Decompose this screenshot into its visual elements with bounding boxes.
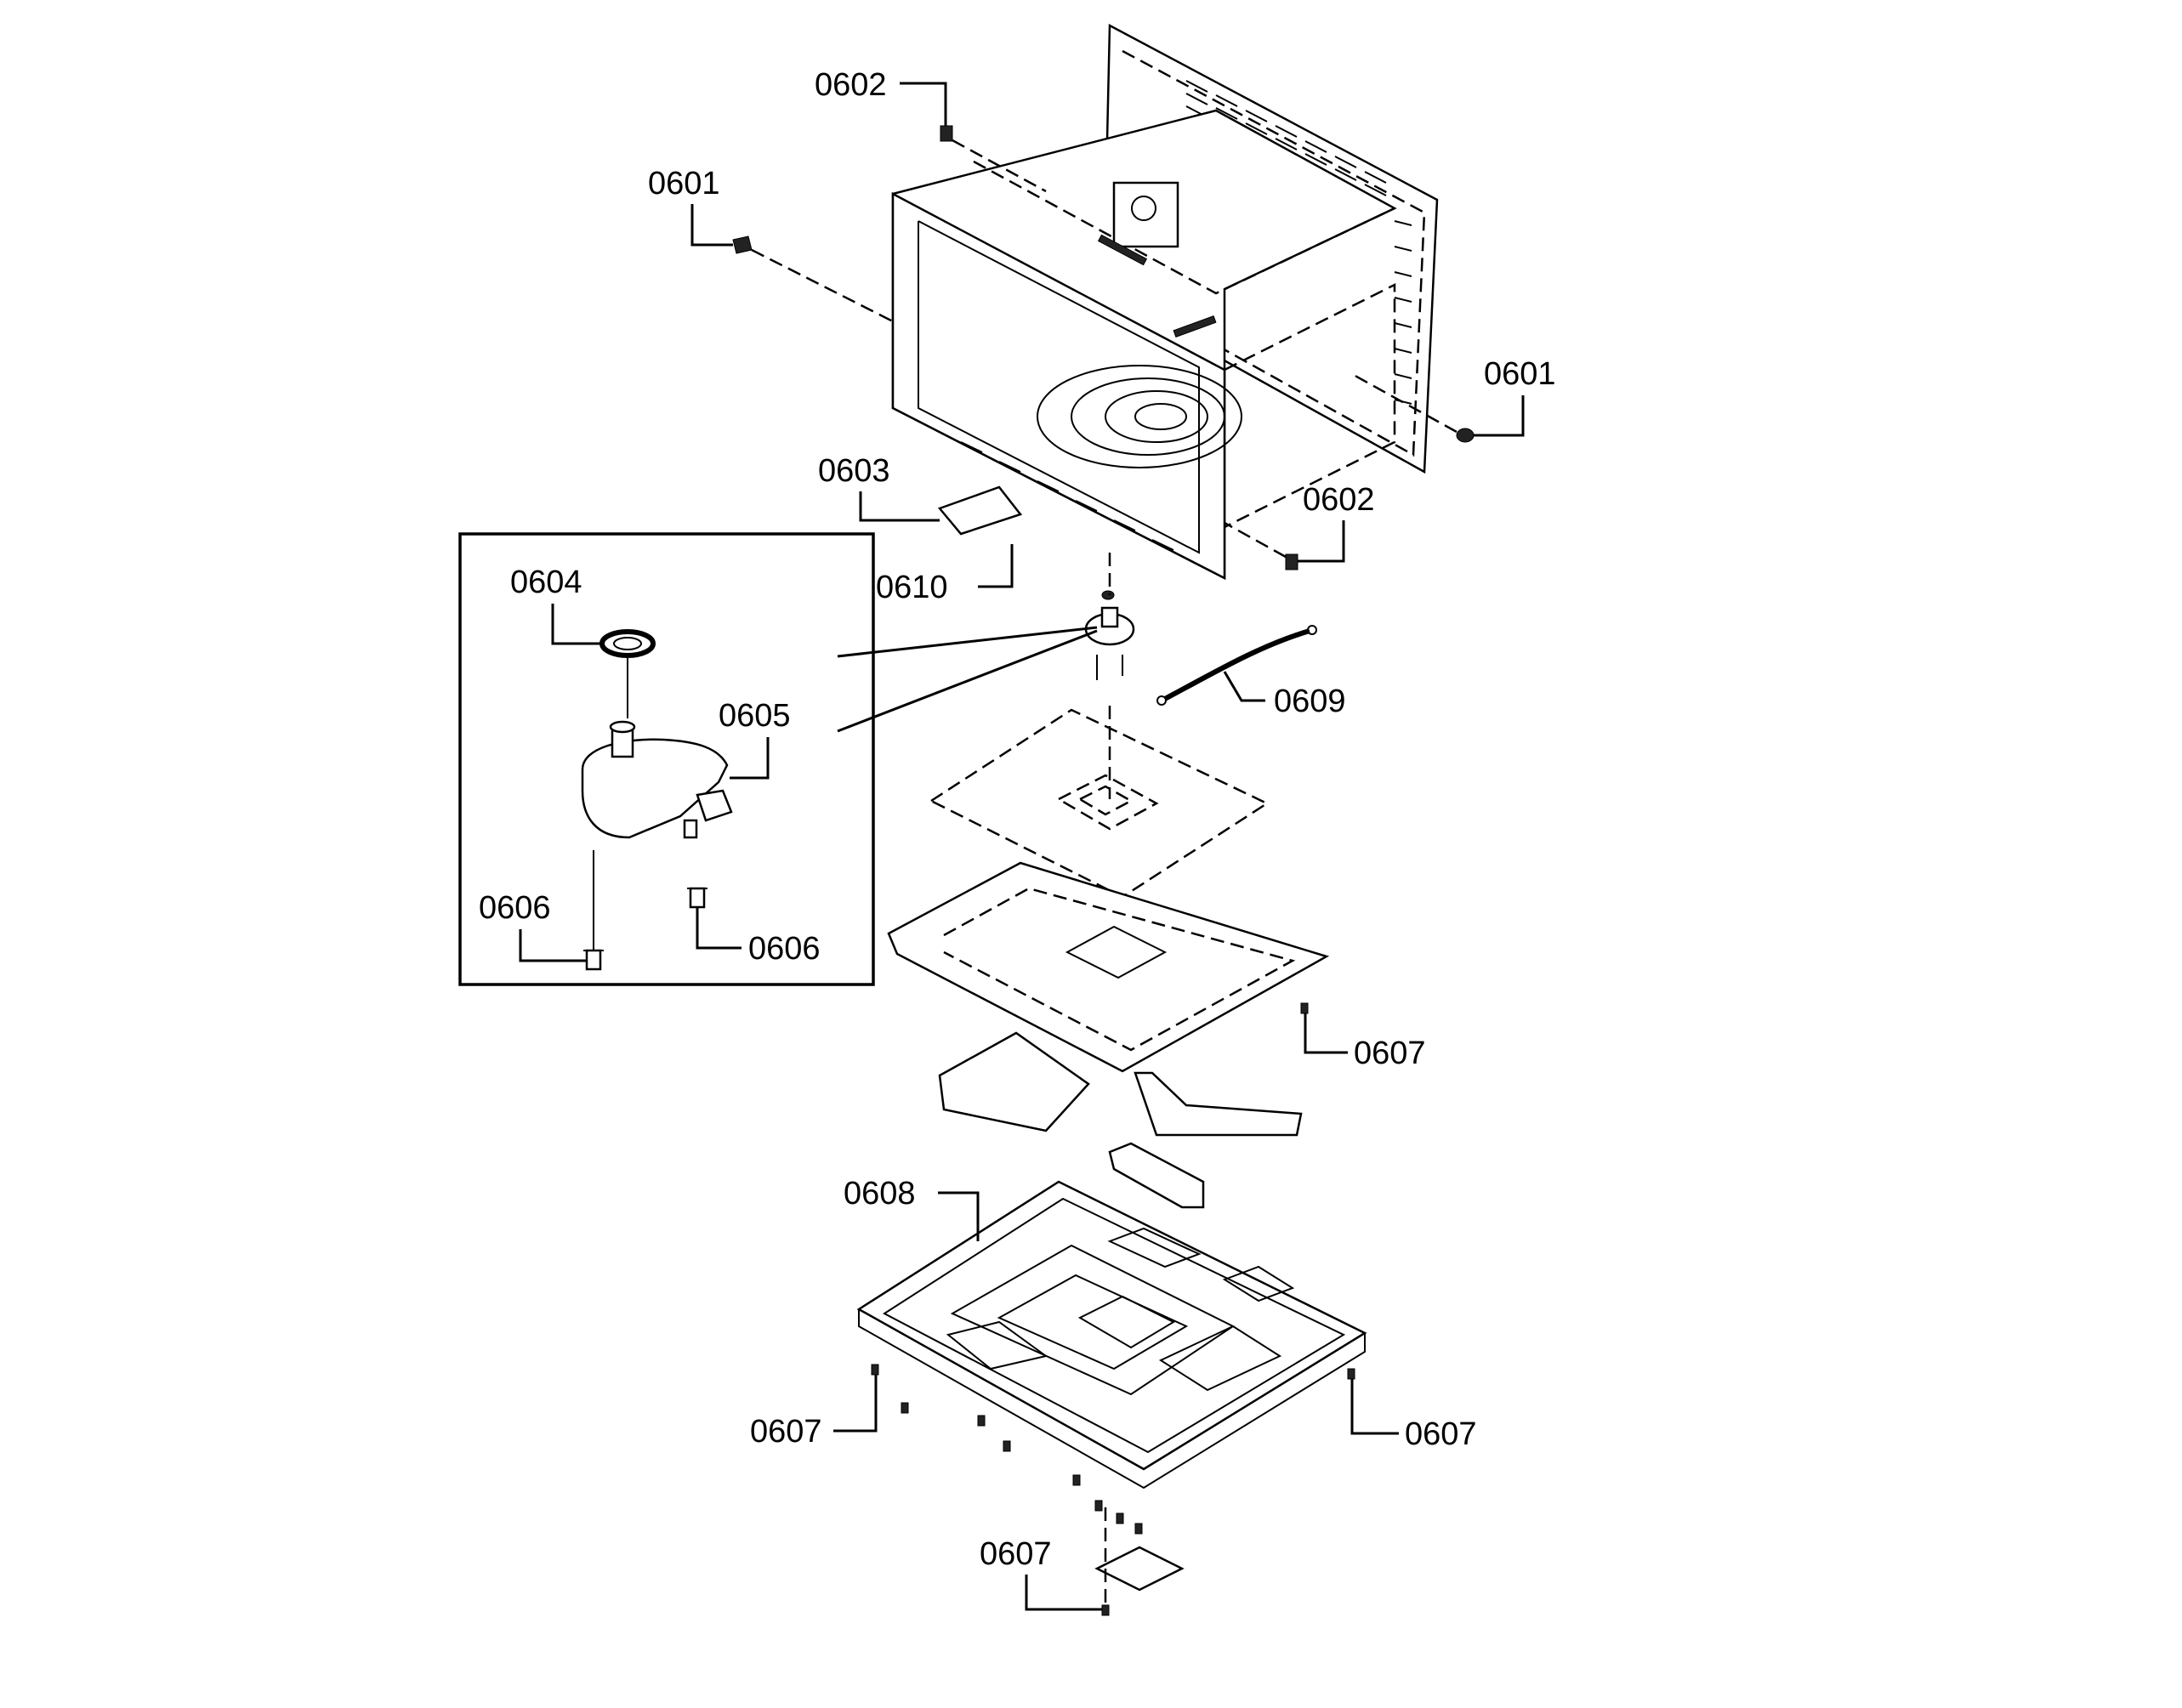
label-0602-mid: 0602 xyxy=(1303,482,1375,518)
bottom-plate-0608 xyxy=(856,1180,1367,1592)
screws-0607 xyxy=(871,1002,1355,1616)
label-0607-mid: 0607 xyxy=(1354,1036,1426,1071)
screw-0606-right xyxy=(687,887,707,909)
leader-inset-top xyxy=(837,626,1098,658)
label-0604: 0604 xyxy=(510,565,582,600)
wire-harness-0609 xyxy=(1163,628,1310,701)
label-0602-top: 0602 xyxy=(815,67,887,103)
motor-detail-inset xyxy=(458,532,1098,986)
leader-inset-bottom xyxy=(837,629,1098,733)
label-0603: 0603 xyxy=(818,453,890,489)
label-0609: 0609 xyxy=(1274,684,1346,719)
leader-lines xyxy=(519,82,1525,1611)
label-0606-right: 0606 xyxy=(748,931,821,967)
label-0608: 0608 xyxy=(844,1176,916,1211)
label-0607-bottom: 0607 xyxy=(980,1536,1052,1572)
label-0605: 0605 xyxy=(719,698,791,734)
screw-0602-top xyxy=(940,125,953,142)
floor-plate-outline xyxy=(929,706,1270,899)
label-0610: 0610 xyxy=(876,570,948,605)
screw-0601-left xyxy=(732,235,753,254)
cover-plate-0603 xyxy=(937,485,1023,536)
turntable-motor-small xyxy=(1084,590,1135,680)
label-0601-left: 0601 xyxy=(648,166,720,201)
base-frame xyxy=(887,861,1330,1137)
washer-0604 xyxy=(599,629,656,658)
part-labels: 0602 0601 0601 0603 0602 0610 0604 0605 … xyxy=(479,67,1556,1572)
turntable-motor-0605 xyxy=(581,720,733,839)
label-0607-right: 0607 xyxy=(1405,1416,1477,1452)
screw-0601-right xyxy=(1456,428,1475,443)
label-0607-left: 0607 xyxy=(750,1414,822,1450)
label-0601-right: 0601 xyxy=(1484,356,1556,392)
screw-0602-mid xyxy=(1285,553,1298,570)
screw-0606-left xyxy=(583,949,604,971)
label-0606-left: 0606 xyxy=(479,890,551,926)
oven-cavity xyxy=(891,109,1397,581)
bracket-part xyxy=(1108,1142,1205,1209)
